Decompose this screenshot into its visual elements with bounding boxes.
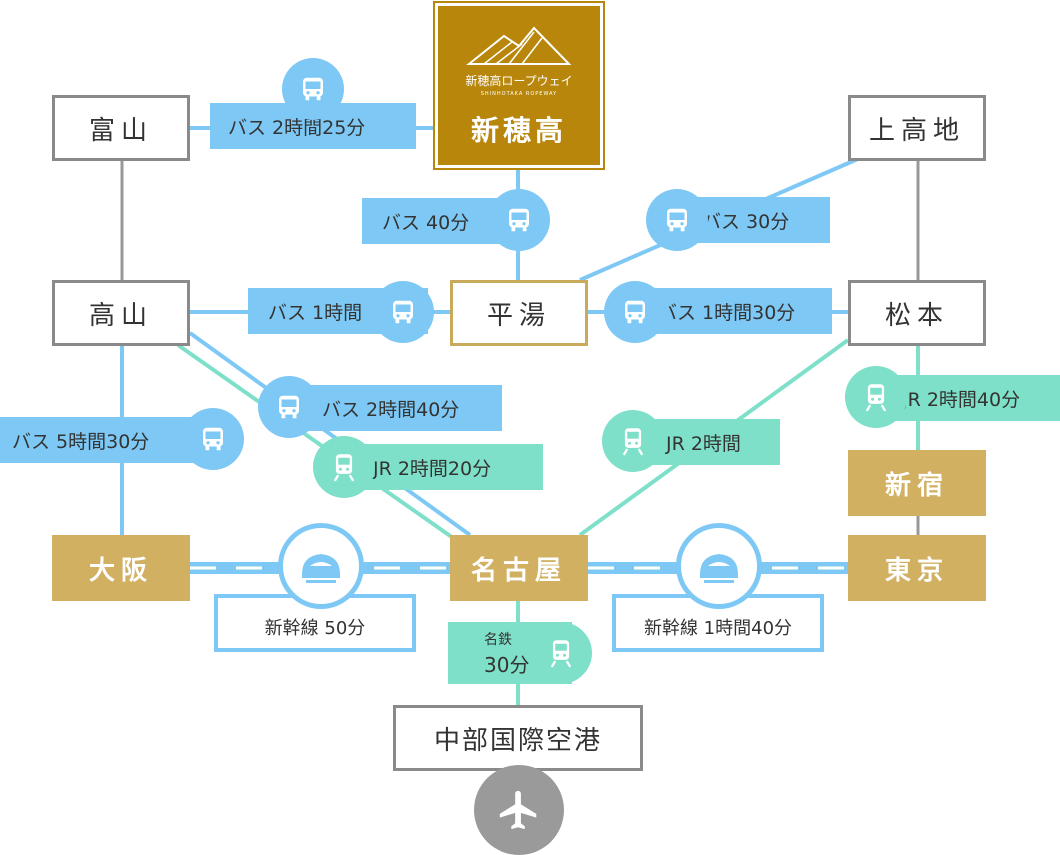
route-label-takayama-osaka: バス 5時間30分 [0,417,210,463]
station-shinhotaka[interactable]: 新穂高ロープウェイ SHINHOTAKA ROPEWAY 新穂高 [433,1,605,170]
route-label-matsumoto-shinjuku: JR 2時間40分 [876,375,1060,421]
train-icon [530,622,592,684]
train-icon [845,366,907,428]
bus-icon [282,58,344,120]
route-label-toyama-shinhotaka: バス 2時間25分 [210,103,416,149]
bus-icon [182,408,244,470]
shinkansen-icon [676,523,762,609]
train-icon [313,436,375,498]
station-label: 新穂高 [470,114,567,147]
train-icon [602,410,664,472]
airplane-icon [474,765,564,855]
station-kamikochi[interactable]: 上高地 [848,95,986,161]
bus-icon [646,189,708,251]
station-osaka[interactable]: 大阪 [52,535,190,601]
mountain-logo-icon [466,26,572,65]
bus-icon [258,376,320,438]
station-shinjuku[interactable]: 新宿 [848,450,986,516]
bus-icon [372,281,434,343]
station-chubu-airport[interactable]: 中部国際空港 [393,705,643,771]
route-label-takayama-nagoya-bus: バス 2時間40分 [288,385,502,431]
bus-icon [488,189,550,251]
logo-roman: SHINHOTAKA ROPEWAY [480,91,558,97]
station-tokyo[interactable]: 東京 [848,535,986,601]
station-hirayu[interactable]: 平湯 [450,280,588,346]
shinkansen-icon [278,523,364,609]
bus-icon [604,281,666,343]
station-takayama[interactable]: 高山 [52,280,190,346]
station-matsumoto[interactable]: 松本 [848,280,986,346]
logo-name: 新穂高ロープウェイ [465,74,573,88]
station-nagoya[interactable]: 名古屋 [450,535,588,601]
station-toyama[interactable]: 富山 [52,95,190,161]
route-label-hirayu-matsumoto: バス 1時間30分 [632,288,832,334]
route-label-takayama-nagoya-jr: JR 2時間20分 [345,444,543,490]
